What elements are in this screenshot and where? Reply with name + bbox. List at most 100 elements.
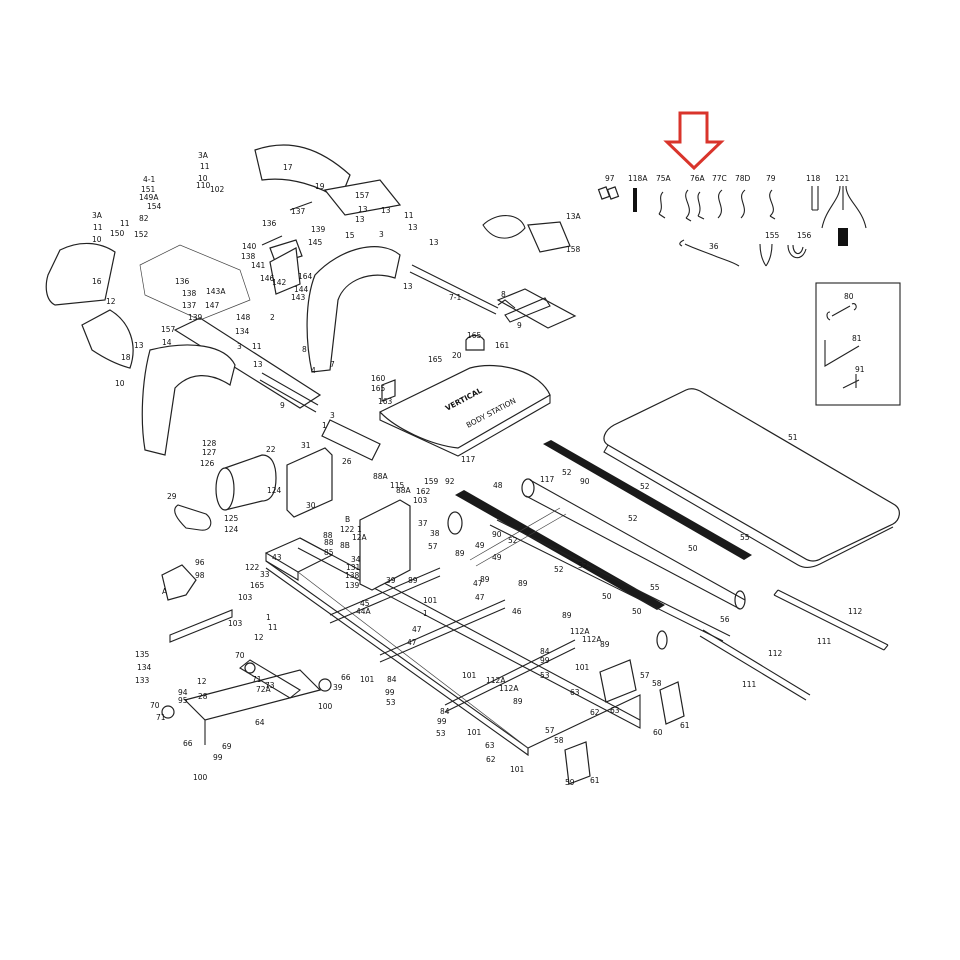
- part-label-console: 136: [262, 219, 277, 228]
- part-label-top_right: 81: [852, 334, 862, 343]
- part-label-motor: 31: [301, 441, 311, 450]
- part-label-frame: 122: [245, 563, 260, 572]
- part-label-base: 70: [235, 651, 245, 660]
- console-assembly: [45, 144, 577, 461]
- part-label-frame: 34: [351, 555, 361, 564]
- part-label-motor: 30: [306, 501, 316, 510]
- part-label-top_right: 36: [709, 242, 719, 251]
- part-label-frame: 162: [416, 487, 431, 496]
- part-label-frame: 99: [385, 688, 395, 697]
- part-label-frame: 52: [578, 561, 588, 570]
- part-label-frame: 56: [720, 615, 730, 624]
- highlight-arrow: [663, 111, 725, 171]
- part-label-frame: 63: [570, 688, 580, 697]
- part-label-top_right: 79: [766, 174, 776, 183]
- part-label-console: 140: [242, 242, 257, 251]
- part-label-hood: 117: [461, 455, 476, 464]
- part-label-console: 10: [92, 235, 102, 244]
- part-label-frame: 63: [485, 741, 495, 750]
- part-label-console: 102: [210, 185, 225, 194]
- part-label-base: 66: [183, 739, 193, 748]
- part-label-frame: 99: [437, 717, 447, 726]
- part-label-frame: 57: [428, 542, 438, 551]
- part-label-top_right: 75A: [656, 174, 672, 183]
- part-label-frame: 46: [512, 607, 522, 616]
- part-label-frame: 60: [653, 728, 663, 737]
- part-label-console: 15: [345, 231, 355, 240]
- part-label-motor: 124: [224, 525, 239, 534]
- part-label-base: 66: [341, 673, 351, 682]
- part-label-motor: 26: [342, 457, 352, 466]
- part-label-motor: 96: [195, 558, 205, 567]
- part-label-frame: 90: [580, 477, 590, 486]
- part-label-console: 11: [200, 162, 210, 171]
- part-label-frame: 131: [346, 563, 361, 572]
- part-label-top_right: 77C: [712, 174, 727, 183]
- part-label-frame: 52: [508, 536, 518, 545]
- part-label-top_right: 97: [605, 174, 615, 183]
- part-label-frame: 59: [565, 778, 575, 787]
- part-label-frame: 43: [272, 553, 282, 562]
- part-label-console: 144: [294, 285, 309, 294]
- part-label-frame: 55: [740, 533, 750, 542]
- part-label-frame: 122: [340, 525, 355, 534]
- part-label-frame: 44A: [356, 607, 372, 616]
- part-label-console: 9: [280, 401, 285, 410]
- part-label-top_right: 80: [844, 292, 854, 301]
- part-label-frame: 90: [492, 530, 502, 539]
- part-label-console: 17: [283, 163, 293, 172]
- part-label-frame: 38: [430, 529, 440, 538]
- small-parts-group: [597, 185, 867, 267]
- part-label-frame: 165: [250, 581, 265, 590]
- part-label-frame: 62: [486, 755, 496, 764]
- part-label-console: 141: [251, 261, 266, 270]
- tool-box: [815, 282, 901, 406]
- part-label-console: 4-1: [143, 175, 155, 184]
- part-label-frame: 89: [408, 576, 418, 585]
- part-label-frame: 101: [462, 671, 477, 680]
- part-label-console: 7: [330, 360, 335, 369]
- part-label-motor: 22: [266, 445, 276, 454]
- part-label-console: 11: [120, 219, 130, 228]
- part-label-console: 150: [110, 229, 125, 238]
- part-label-top_right: 112: [848, 607, 863, 616]
- part-label-console: 13: [253, 360, 263, 369]
- part-label-base: 28: [198, 692, 208, 701]
- part-label-motor: B: [345, 515, 350, 524]
- part-label-console: 13: [355, 215, 365, 224]
- part-label-frame: 159: [424, 477, 439, 486]
- part-label-console: 3: [237, 342, 242, 351]
- part-label-frame: 88A: [373, 472, 389, 481]
- part-label-motor: 126: [200, 459, 215, 468]
- part-label-top_right: 158: [566, 245, 581, 254]
- part-label-top_right: 78D: [735, 174, 751, 183]
- part-label-console: 4: [311, 366, 316, 375]
- part-label-frame: 112A: [499, 684, 519, 693]
- part-label-console: 11: [252, 342, 262, 351]
- part-label-motor: 29: [167, 492, 177, 501]
- part-label-frame: 61: [590, 776, 600, 785]
- part-label-hood: 160: [371, 374, 386, 383]
- part-label-motor: 128: [202, 439, 217, 448]
- part-label-frame: 85: [324, 548, 334, 557]
- part-label-frame: 103: [238, 593, 253, 602]
- part-label-console: 1: [322, 421, 327, 430]
- part-label-console: 110: [196, 181, 211, 190]
- part-label-console: 14: [162, 338, 172, 347]
- part-label-frame: 47: [473, 579, 483, 588]
- part-label-frame: 89: [480, 575, 490, 584]
- part-label-console: 10: [115, 379, 125, 388]
- part-label-base: 100: [193, 773, 208, 782]
- part-label-motor: 127: [202, 448, 217, 457]
- part-label-top_right: 118A: [628, 174, 648, 183]
- part-label-top_right: 112: [768, 649, 783, 658]
- motor-assembly: [161, 447, 333, 601]
- part-label-top_right: 51: [788, 433, 798, 442]
- part-label-frame: 88: [324, 538, 334, 547]
- part-label-frame: 92: [445, 477, 455, 486]
- part-label-frame: 50: [602, 592, 612, 601]
- part-label-frame: 112A: [570, 627, 590, 636]
- part-label-base: 12: [254, 633, 264, 642]
- part-label-hood: 165: [428, 355, 443, 364]
- part-label-console: 11: [404, 211, 414, 220]
